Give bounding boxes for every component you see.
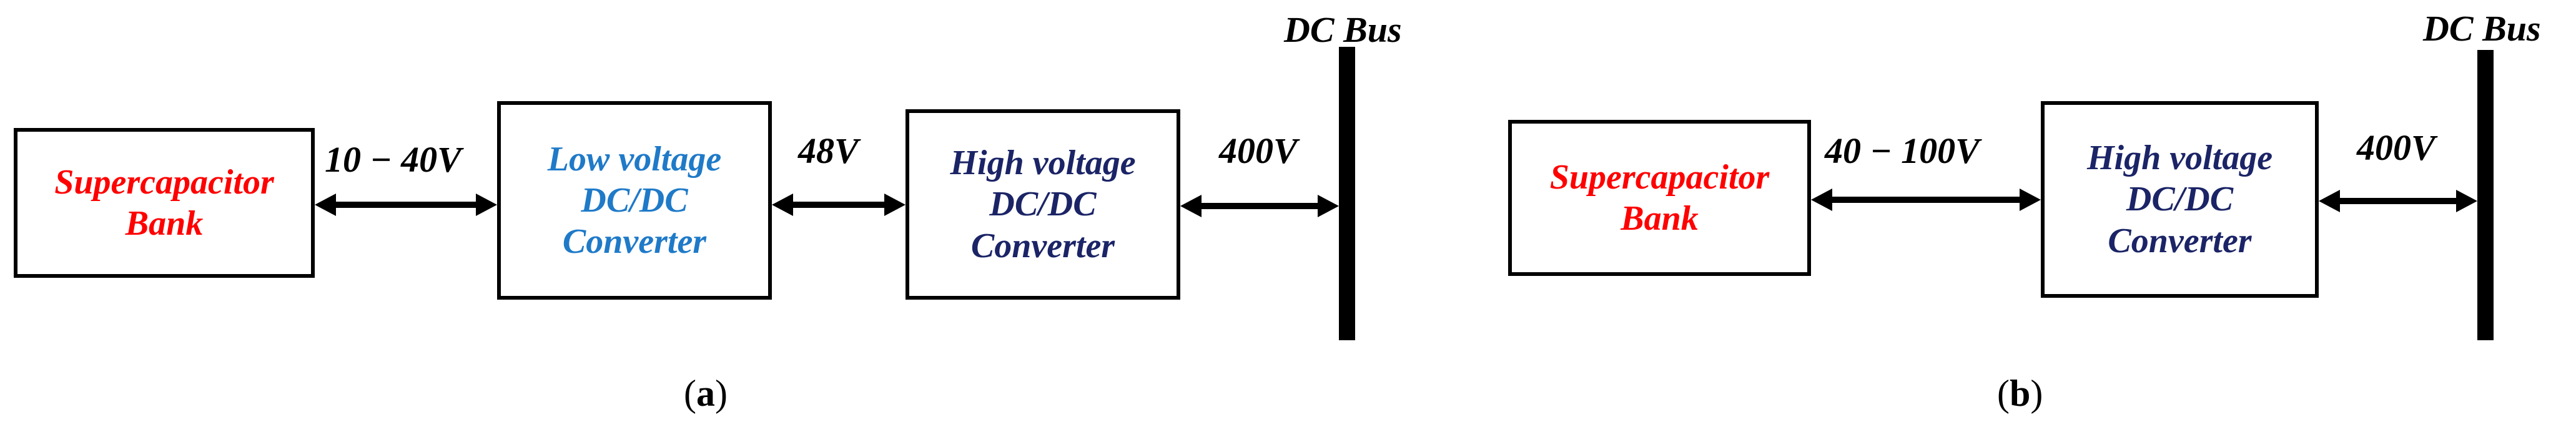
low-v-line3: Converter — [562, 222, 707, 262]
voltage-label-48v: 48V — [798, 130, 859, 171]
caption-b-letter: b — [2009, 373, 2031, 414]
voltage-label-10-40v: 10 − 40V — [325, 139, 461, 180]
caption-a: (a) — [684, 372, 728, 415]
low-v-line1: Low voltage — [547, 139, 722, 179]
high-v-line3-a: Converter — [970, 226, 1115, 265]
high-v-line2-b: DC/DC — [2126, 180, 2234, 219]
dc-bus-bar-b — [2477, 50, 2494, 340]
high-v-line1-b: High voltage — [2086, 139, 2273, 178]
supercapacitor-bank-box-a: Supercapacitor Bank — [14, 128, 315, 278]
supercapacitor-bank-box-b: Supercapacitor Bank — [1508, 120, 1811, 276]
voltage-label-40-100v: 40 − 100V — [1825, 130, 1980, 171]
supercap-line1-b: Supercapacitor — [1549, 157, 1770, 197]
bidirectional-arrow-1-a — [315, 192, 497, 217]
high-v-line3-b: Converter — [2108, 221, 2252, 260]
bidirectional-arrow-1-b — [1811, 187, 2041, 212]
panel-b: Supercapacitor Bank 40 − 100V High volta… — [1436, 0, 2576, 432]
high-v-line2-a: DC/DC — [989, 185, 1097, 224]
bidirectional-arrow-2-a — [772, 192, 906, 217]
dc-bus-label-a: DC Bus — [1284, 9, 1402, 50]
caption-a-letter: a — [696, 373, 715, 414]
low-v-line2: DC/DC — [581, 180, 688, 220]
supercap-line2-a: Bank — [125, 204, 204, 243]
bidirectional-arrow-3-a — [1180, 194, 1339, 218]
caption-a-open: ( — [684, 373, 696, 414]
high-v-line1-a: High voltage — [950, 144, 1136, 183]
caption-b-close: ) — [2030, 373, 2043, 414]
voltage-label-400v-b: 400V — [2357, 127, 2435, 168]
caption-b: (b) — [1997, 372, 2043, 415]
supercap-line1-a: Supercapacitor — [54, 162, 274, 202]
dc-bus-label-b: DC Bus — [2423, 8, 2541, 49]
dc-bus-bar-a — [1339, 47, 1355, 340]
low-voltage-converter-box: Low voltage DC/DC Converter — [497, 101, 772, 300]
supercap-line2-b: Bank — [1621, 199, 1699, 238]
panel-a: Supercapacitor Bank 10 − 40V Low voltage… — [14, 9, 1402, 415]
high-voltage-converter-box-a: High voltage DC/DC Converter — [906, 109, 1180, 300]
caption-b-open: ( — [1997, 373, 2010, 414]
high-voltage-converter-box-b: High voltage DC/DC Converter — [2041, 101, 2319, 298]
bidirectional-arrow-2-b — [2319, 189, 2477, 214]
caption-a-close: ) — [714, 373, 728, 414]
voltage-label-400v-a: 400V — [1219, 130, 1298, 171]
